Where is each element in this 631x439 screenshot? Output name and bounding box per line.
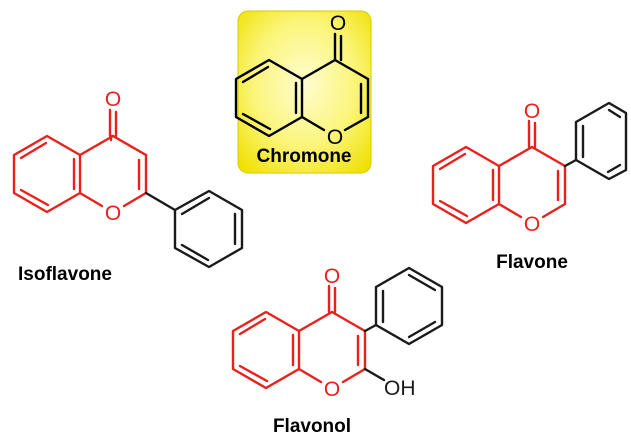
flavone-label: Flavone (496, 252, 568, 273)
flavonol-label: Flavonol (273, 416, 351, 437)
flavone-carbonyl-oxygen: O (524, 100, 540, 123)
flavone-benzene-ring (431, 145, 501, 225)
isoflavone-phenyl-ring (144, 189, 244, 269)
flavonol-molecule: O O OH (231, 265, 444, 401)
flavonol-hydroxyl-group: OH (384, 377, 416, 400)
isoflavone-carbonyl-oxygen: O (105, 88, 121, 111)
flavonol-hydroxyl-bond (363, 367, 386, 382)
flavone-ring-oxygen: O (524, 213, 540, 236)
isoflavone-pyranone-ring (78, 108, 148, 208)
chromone-pyranone-ring (300, 32, 370, 132)
chromone-highlight-box (237, 10, 372, 174)
flavone-pyranone-ring (497, 119, 567, 219)
flavonol-phenyl-ring (363, 266, 444, 346)
chromone-molecule: O O (234, 12, 370, 149)
isoflavone-ring-oxygen: O (105, 202, 121, 225)
flavonol-ring-oxygen: O (324, 378, 340, 401)
isoflavone-molecule: O O (12, 88, 244, 269)
flavonol-pyranone-ring (297, 284, 367, 384)
chromone-ring-oxygen: O (327, 126, 343, 149)
flavone-molecule: O O (431, 100, 628, 236)
chromone-label: Chromone (257, 146, 352, 167)
chromone-carbonyl-oxygen: O (330, 12, 346, 35)
flavonol-carbonyl-oxygen: O (324, 265, 340, 288)
flavonol-benzene-ring (231, 310, 301, 390)
flavone-phenyl-ring (563, 101, 628, 181)
isoflavone-benzene-ring (12, 134, 82, 214)
isoflavone-label: Isoflavone (18, 264, 112, 285)
